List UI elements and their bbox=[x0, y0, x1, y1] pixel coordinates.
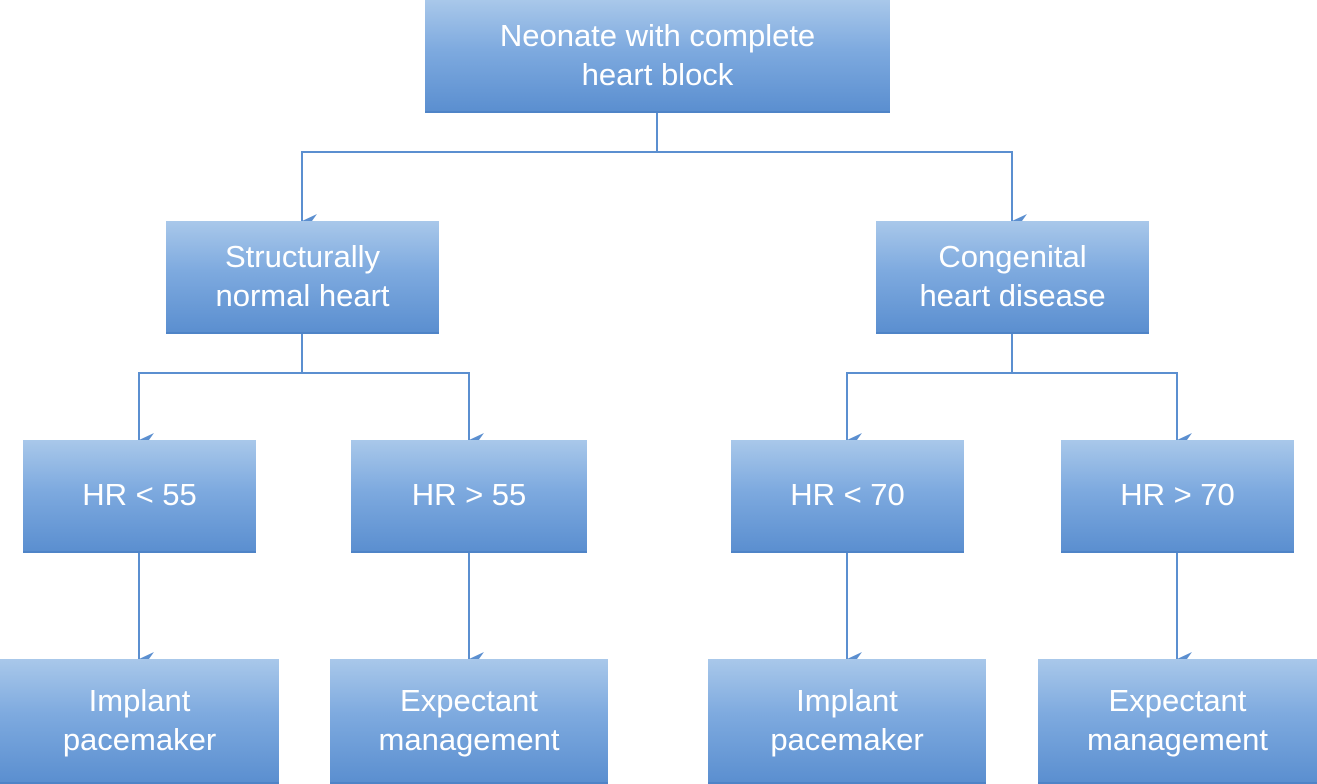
hr-below-55-label: HR < 55 bbox=[82, 477, 197, 512]
hr-above-70-node: HR > 70 bbox=[1061, 440, 1294, 553]
hr-above-55-label: HR > 55 bbox=[411, 477, 527, 512]
connector-chd-to-hr-gt70 bbox=[1012, 372, 1192, 447]
connector-chd-to-hr-lt70 bbox=[846, 334, 1013, 447]
structurally-normal-heart-label: Structurally normal heart bbox=[215, 238, 390, 313]
root-node-label: Neonate with complete heart block bbox=[499, 17, 816, 92]
outcome-expectant-management-normal-label: Expectant management bbox=[378, 682, 560, 757]
hr-above-70-label: HR > 70 bbox=[1120, 477, 1235, 512]
outcome-expectant-management-chd-node: Expectant management bbox=[1038, 659, 1317, 784]
outcome-implant-pacemaker-chd-node: Implant pacemaker bbox=[708, 659, 986, 784]
hr-above-55-node: HR > 55 bbox=[351, 440, 587, 553]
outcome-expectant-management-chd-label: Expectant management bbox=[1087, 682, 1268, 757]
hr-below-55-node: HR < 55 bbox=[23, 440, 256, 553]
connector-normal-to-hr-lt55 bbox=[138, 334, 303, 447]
root-node: Neonate with complete heart block bbox=[425, 0, 890, 113]
connector-root-to-chd bbox=[657, 151, 1027, 228]
congenital-heart-disease-label: Congenital heart disease bbox=[919, 238, 1106, 313]
outcome-implant-pacemaker-normal-node: Implant pacemaker bbox=[0, 659, 279, 784]
outcome-implant-pacemaker-chd-label: Implant pacemaker bbox=[770, 682, 924, 757]
outcome-implant-pacemaker-normal-label: Implant pacemaker bbox=[62, 682, 217, 757]
outcome-expectant-management-normal-node: Expectant management bbox=[330, 659, 608, 784]
structurally-normal-heart-node: Structurally normal heart bbox=[166, 221, 439, 334]
hr-below-70-label: HR < 70 bbox=[790, 477, 905, 512]
congenital-heart-disease-node: Congenital heart disease bbox=[876, 221, 1149, 334]
connector-root-to-normal bbox=[301, 113, 658, 228]
hr-below-70-node: HR < 70 bbox=[731, 440, 964, 553]
connector-normal-to-hr-gt55 bbox=[302, 372, 484, 447]
